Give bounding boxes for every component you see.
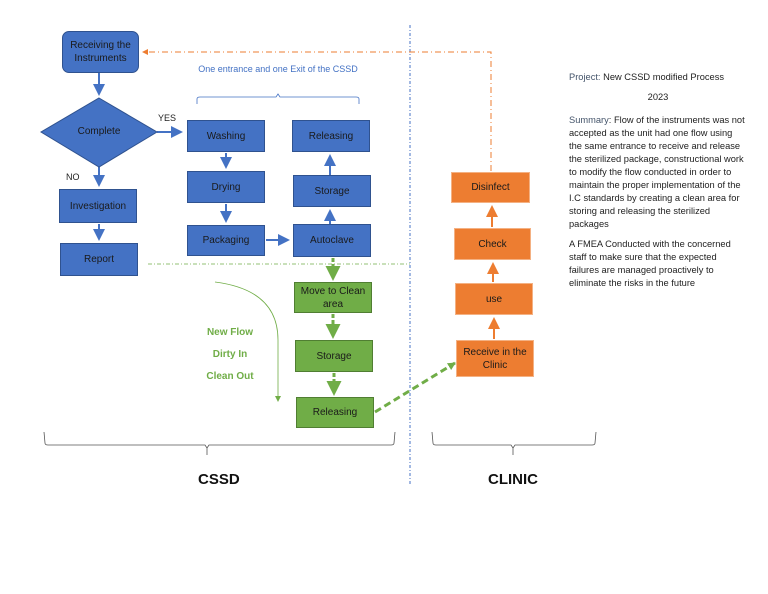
releasing-label-old: Releasing bbox=[308, 130, 354, 142]
storage-box-old: Storage bbox=[293, 175, 371, 207]
report-box: Report bbox=[60, 243, 138, 276]
no-label: NO bbox=[66, 172, 80, 182]
summary-text: : Flow of the instruments was not accept… bbox=[569, 115, 745, 229]
check-box: Check bbox=[454, 228, 531, 260]
storage-box-new: Storage bbox=[295, 340, 373, 372]
use-label: use bbox=[485, 293, 503, 305]
new-flow-curve-arrowhead bbox=[275, 396, 281, 402]
new-flow-curve-arrow bbox=[214, 281, 279, 398]
releasing-label-new: Releasing bbox=[312, 407, 358, 418]
project-summary-panel: Project: New CSSD modified Process 2023 … bbox=[569, 71, 747, 297]
move-to-clean-label: Move to Clean area bbox=[300, 285, 366, 310]
receiving-instruments-label: Receiving the Instruments bbox=[70, 40, 131, 64]
report-label: Report bbox=[83, 254, 114, 265]
investigation-label: Investigation bbox=[69, 200, 127, 212]
packaging-box: Packaging bbox=[187, 225, 265, 256]
washing-box: Washing bbox=[187, 120, 265, 152]
brace-clinic bbox=[431, 431, 597, 455]
project-line: Project: New CSSD modified Process bbox=[569, 71, 747, 84]
drying-label: Drying bbox=[211, 181, 241, 193]
new-flow-note-line1: New Flow bbox=[206, 327, 254, 338]
investigation-box: Investigation bbox=[59, 189, 137, 223]
summary-paragraph: Summary: Flow of the instruments was not… bbox=[569, 114, 747, 231]
yes-label: YES bbox=[158, 113, 177, 123]
storage-label-new: Storage bbox=[316, 350, 352, 362]
disinfect-label: Disinfect bbox=[471, 182, 510, 193]
drying-box: Drying bbox=[187, 171, 265, 203]
entrance-exit-note: One entrance and one Exit of the CSSD bbox=[198, 64, 358, 74]
fmea-paragraph: A FMEA Conducted with the concerned staf… bbox=[569, 239, 731, 288]
move-to-clean-box: Move to Clean area bbox=[294, 282, 372, 313]
bracket-entrance-exit bbox=[196, 93, 360, 104]
washing-label: Washing bbox=[206, 130, 246, 142]
autoclave-box: Autoclave bbox=[293, 224, 371, 257]
project-label: Project: bbox=[569, 72, 601, 82]
receive-in-clinic-box: Receive in the Clinic bbox=[456, 340, 534, 377]
check-label: Check bbox=[478, 238, 507, 250]
receive-in-clinic-label: Receive in the Clinic bbox=[463, 346, 527, 371]
project-value: New CSSD modified Process bbox=[600, 72, 725, 82]
summary-label: Summary bbox=[569, 115, 609, 125]
new-flow-note-line2: Dirty In bbox=[212, 349, 248, 360]
receiving-instruments-box: Receiving the Instruments bbox=[62, 31, 139, 73]
releasing-box-new: Releasing bbox=[296, 397, 374, 428]
arrow-releasing-to-clinic bbox=[374, 361, 456, 414]
complete-decision-label: Complete bbox=[77, 126, 121, 137]
cssd-section-title: CSSD bbox=[198, 471, 240, 488]
packaging-label: Packaging bbox=[202, 235, 250, 246]
return-line-arrowhead bbox=[142, 49, 148, 55]
project-year: 2023 bbox=[647, 92, 669, 102]
return-line-to-receiving bbox=[148, 51, 492, 171]
brace-cssd bbox=[43, 431, 396, 455]
disinfect-box: Disinfect bbox=[451, 172, 530, 203]
clinic-section-title: CLINIC bbox=[488, 471, 538, 488]
new-flow-note-line3: Clean Out bbox=[206, 371, 254, 382]
new-flow-note: New Flow Dirty In Clean Out bbox=[195, 322, 265, 388]
releasing-box-old: Releasing bbox=[292, 120, 370, 152]
autoclave-label: Autoclave bbox=[310, 235, 354, 246]
storage-label-old: Storage bbox=[314, 185, 350, 197]
use-box: use bbox=[455, 283, 533, 315]
